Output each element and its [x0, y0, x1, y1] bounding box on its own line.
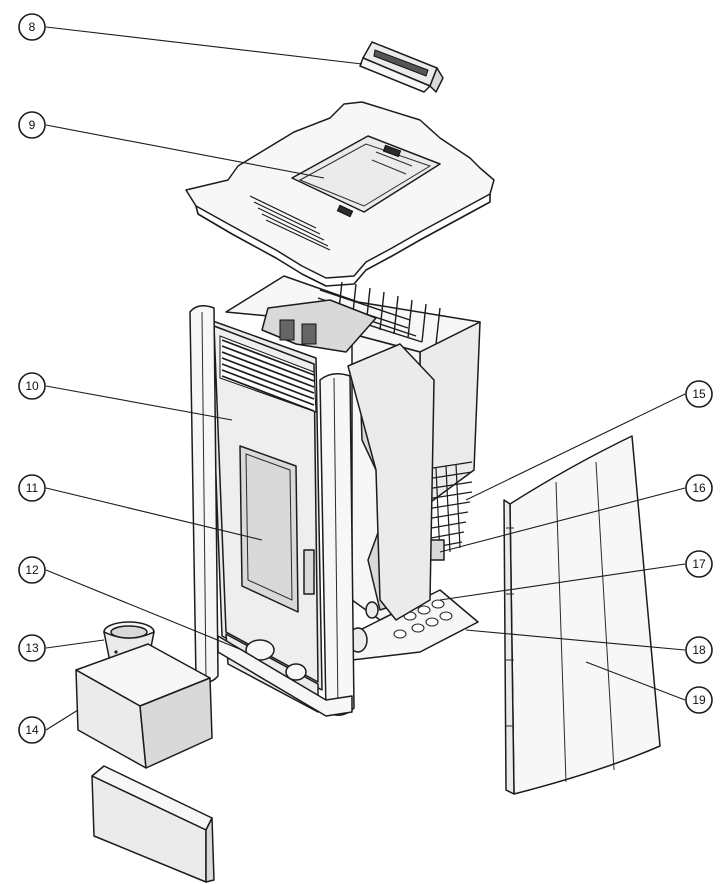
callout-11: 11 [18, 474, 46, 502]
callout-19: 19 [685, 686, 713, 714]
callout-13: 13 [18, 634, 46, 662]
callout-10: 10 [18, 372, 46, 400]
callout-8: 8 [18, 13, 46, 41]
callout-label: 16 [692, 481, 706, 495]
part-9-top-cover [185, 101, 495, 287]
leader-lines [45, 26, 686, 731]
callout-12: 12 [18, 556, 46, 584]
callout-label: 11 [26, 481, 39, 495]
callout-9: 9 [18, 111, 46, 139]
callout-15: 15 [685, 380, 713, 408]
callout-16: 16 [685, 474, 713, 502]
lower-front-panel [91, 765, 215, 883]
part-14-ash-tray [75, 643, 213, 769]
callout-label: 10 [25, 379, 39, 393]
stove-body [189, 275, 481, 717]
callout-label: 9 [29, 118, 36, 132]
callout-14: 14 [18, 716, 46, 744]
callout-label: 8 [29, 20, 36, 34]
part-8-control-panel [359, 41, 444, 93]
callout-label: 12 [25, 563, 39, 577]
callout-label: 17 [692, 557, 706, 571]
callout-label: 18 [692, 643, 706, 657]
callout-label: 15 [692, 387, 706, 401]
callout-label: 14 [25, 723, 39, 737]
callout-label: 13 [25, 641, 39, 655]
callout-17: 17 [685, 550, 713, 578]
callout-18: 18 [685, 636, 713, 664]
part-19-side-panel [503, 435, 661, 795]
callout-label: 19 [692, 693, 706, 707]
